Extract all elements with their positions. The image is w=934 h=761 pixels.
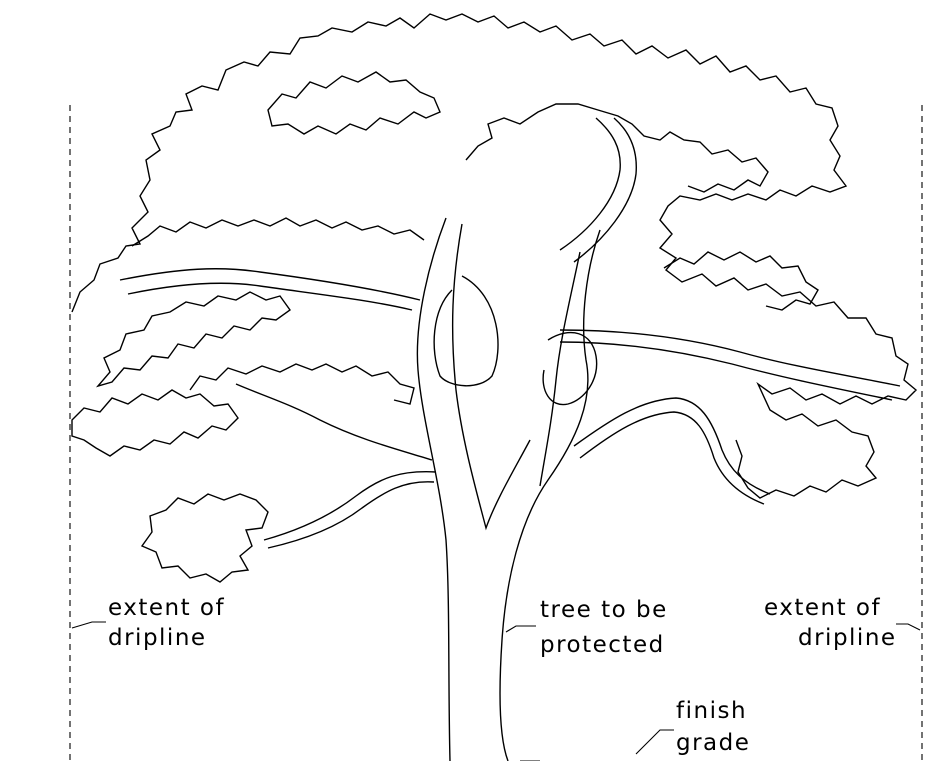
branch-left-main [235, 383, 433, 461]
branch-center-upper-b [573, 117, 637, 263]
label-dripline-right-line1: extent of [764, 595, 881, 621]
foliage-cloud-upper [267, 71, 441, 135]
branch-left-upper [119, 268, 421, 301]
branch-right-main-b [559, 341, 893, 401]
label-dripline-left-line1: extent of [108, 595, 225, 621]
leader-tree [505, 625, 536, 633]
branch-center-loop-b [542, 331, 598, 406]
label-dripline-right-line2: dripline [798, 625, 897, 651]
canopy-outline [71, 13, 918, 499]
foliage-cloud-left-lower [71, 389, 239, 457]
leader-grade [635, 729, 674, 755]
foliage-cloud-bottom-left [140, 493, 269, 583]
trunk-left-edge [416, 217, 451, 761]
branch-left-upper-b [127, 282, 413, 311]
foliage-cloud-center-upper [131, 217, 425, 247]
label-tree-line2: protected [540, 632, 665, 658]
leader-dripline-left [71, 621, 106, 629]
trunk-inner-fork-left [451, 223, 531, 531]
branch-left-main-lower [263, 471, 437, 541]
trunk-right-edge [499, 229, 601, 761]
label-grade-line2: grade [676, 730, 750, 756]
branch-center-upper [559, 117, 621, 251]
foliage-cloud-left-middle [95, 291, 291, 388]
leader-dripline-right [896, 623, 921, 631]
branch-right-main [559, 329, 901, 387]
trunk-inner-fork-right [539, 251, 581, 487]
foliage-cloud-right-middle [663, 251, 819, 311]
branch-right-lower-b [579, 411, 765, 505]
branch-right-lower [573, 397, 771, 495]
label-grade-line1: finish [676, 698, 747, 724]
foliage-cloud-center-left [189, 363, 415, 405]
branch-center-loop [433, 275, 499, 387]
label-dripline-left-line2: dripline [108, 625, 207, 651]
foliage-cloud-right-upper [465, 103, 769, 193]
branch-left-lower-b [267, 481, 435, 549]
label-tree-line1: tree to be [540, 597, 668, 623]
